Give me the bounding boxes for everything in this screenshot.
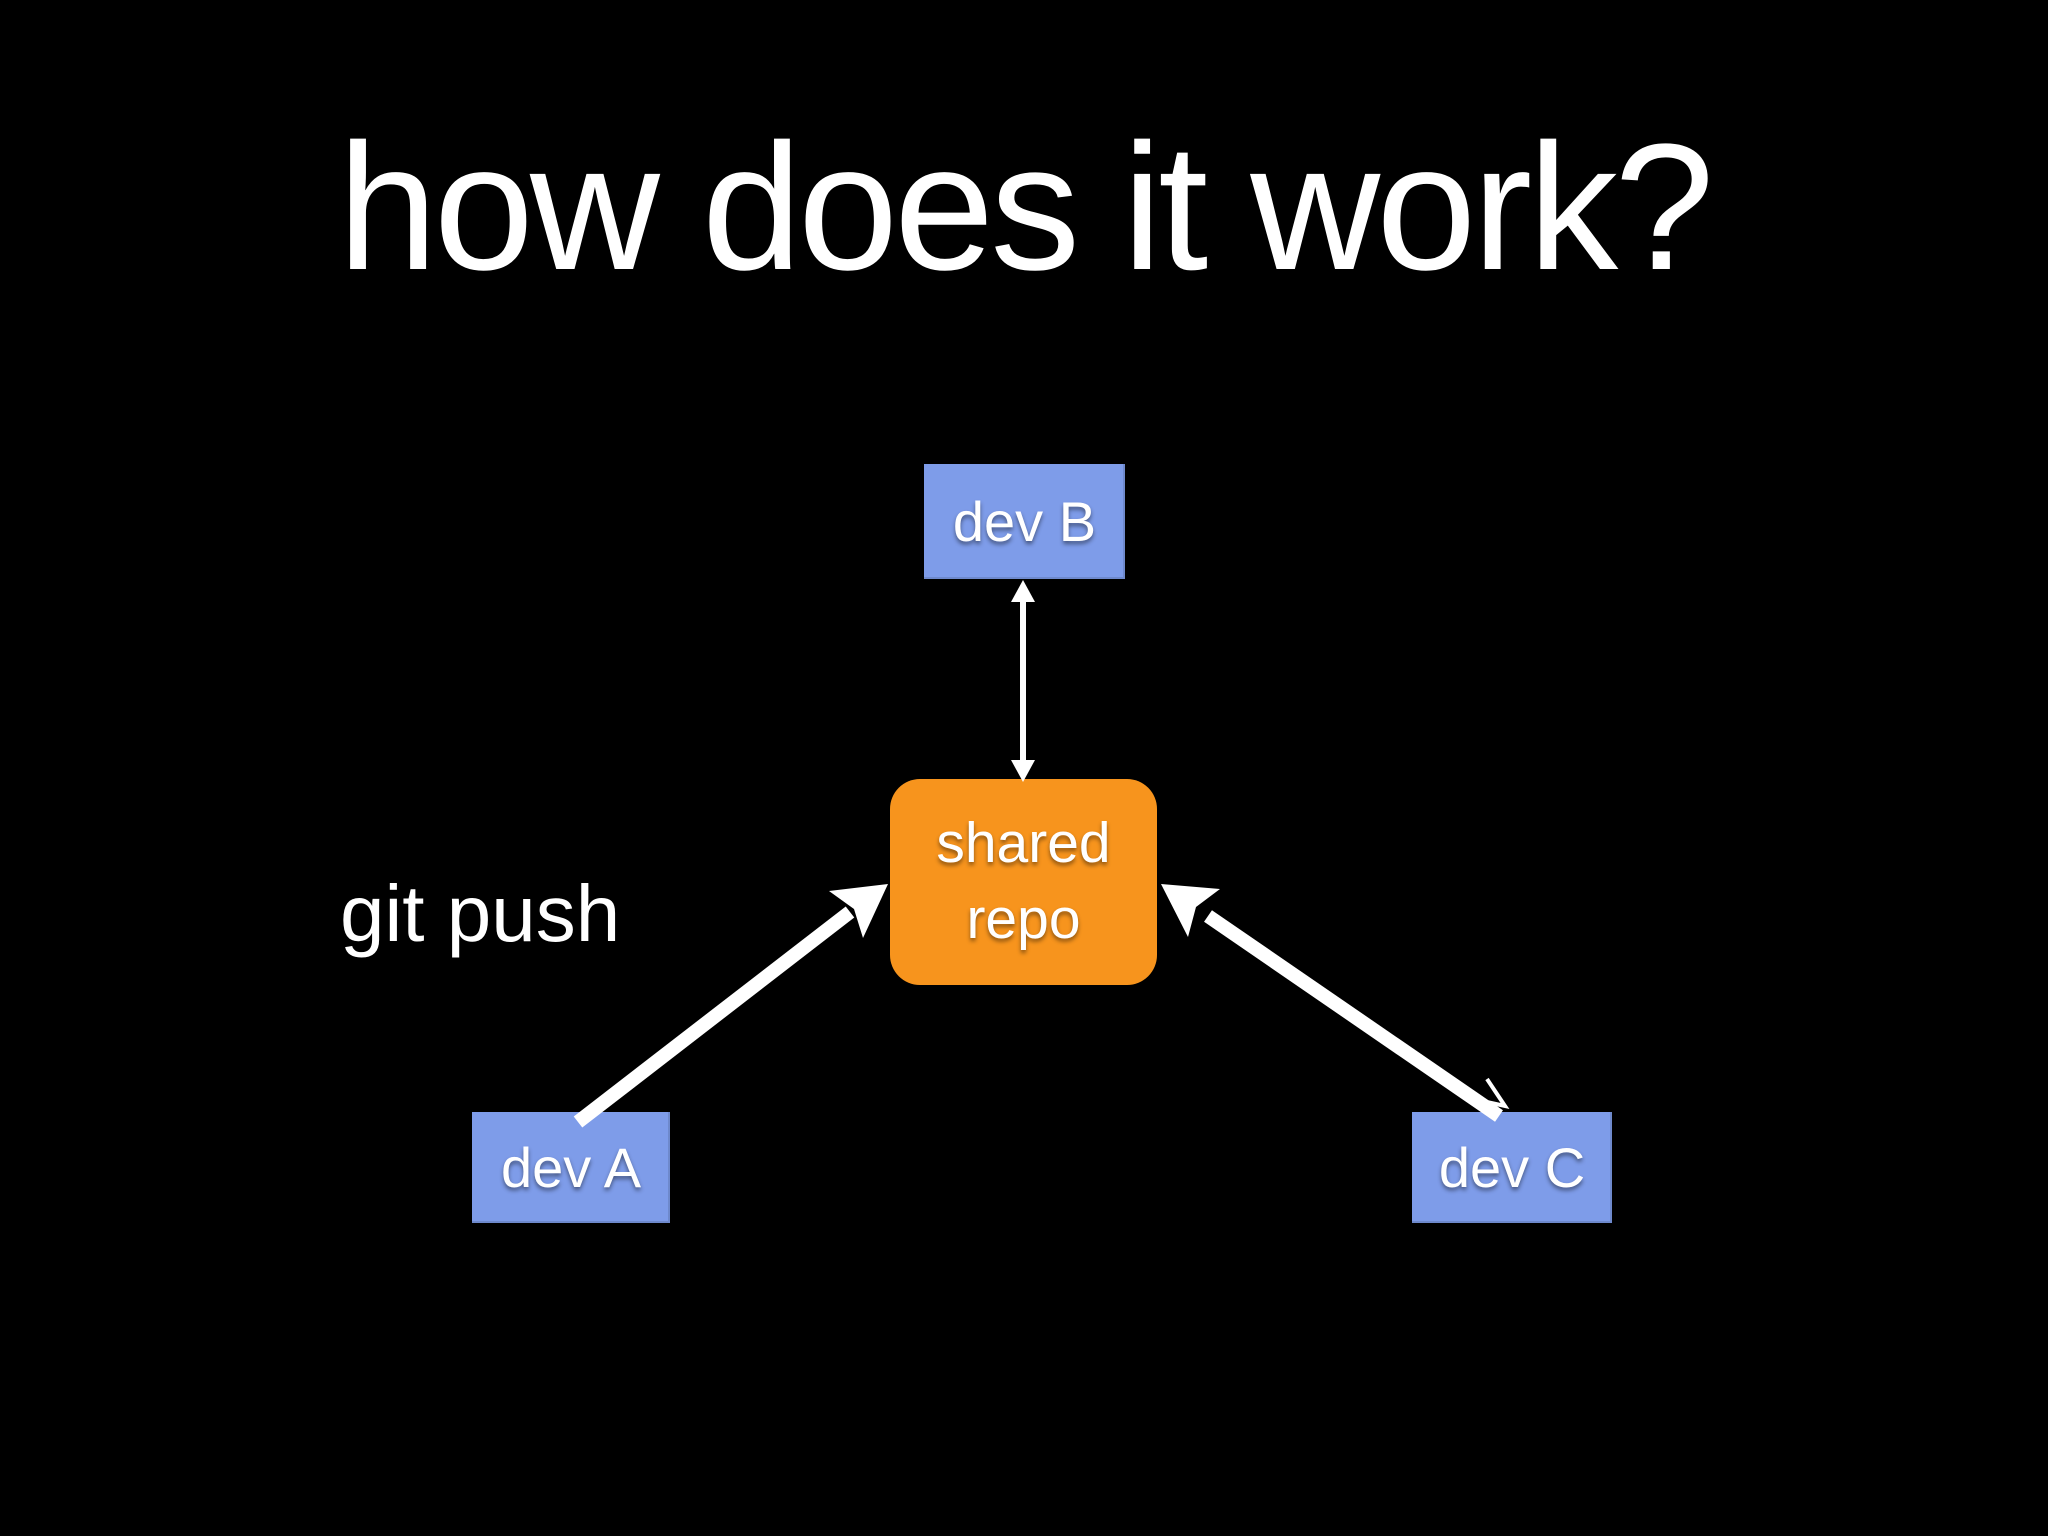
node-dev-c: dev C [1412,1112,1612,1223]
node-dev-b: dev B [924,464,1125,579]
arrowhead-up-icon [1011,580,1035,602]
arrow-devb-sharedrepo [1011,580,1035,782]
node-dev-c-label: dev C [1438,1136,1586,1199]
arrowhead-small-icon [1472,1077,1510,1110]
arrow-deva-sharedrepo [573,884,888,1128]
node-dev-a: dev A [472,1112,670,1223]
arrowhead-large-icon [1161,884,1220,937]
node-dev-a-label: dev A [500,1136,642,1199]
node-dev-b-label: dev B [952,490,1097,553]
git-push-label: git push [340,869,621,958]
node-shared-repo-label: shared repo [936,811,1111,951]
arrowhead-large-icon [829,884,888,938]
slide-title: how does it work? [337,107,1715,308]
arrow-devc-sharedrepo [1161,884,1510,1122]
node-shared-repo: shared repo [890,779,1157,985]
